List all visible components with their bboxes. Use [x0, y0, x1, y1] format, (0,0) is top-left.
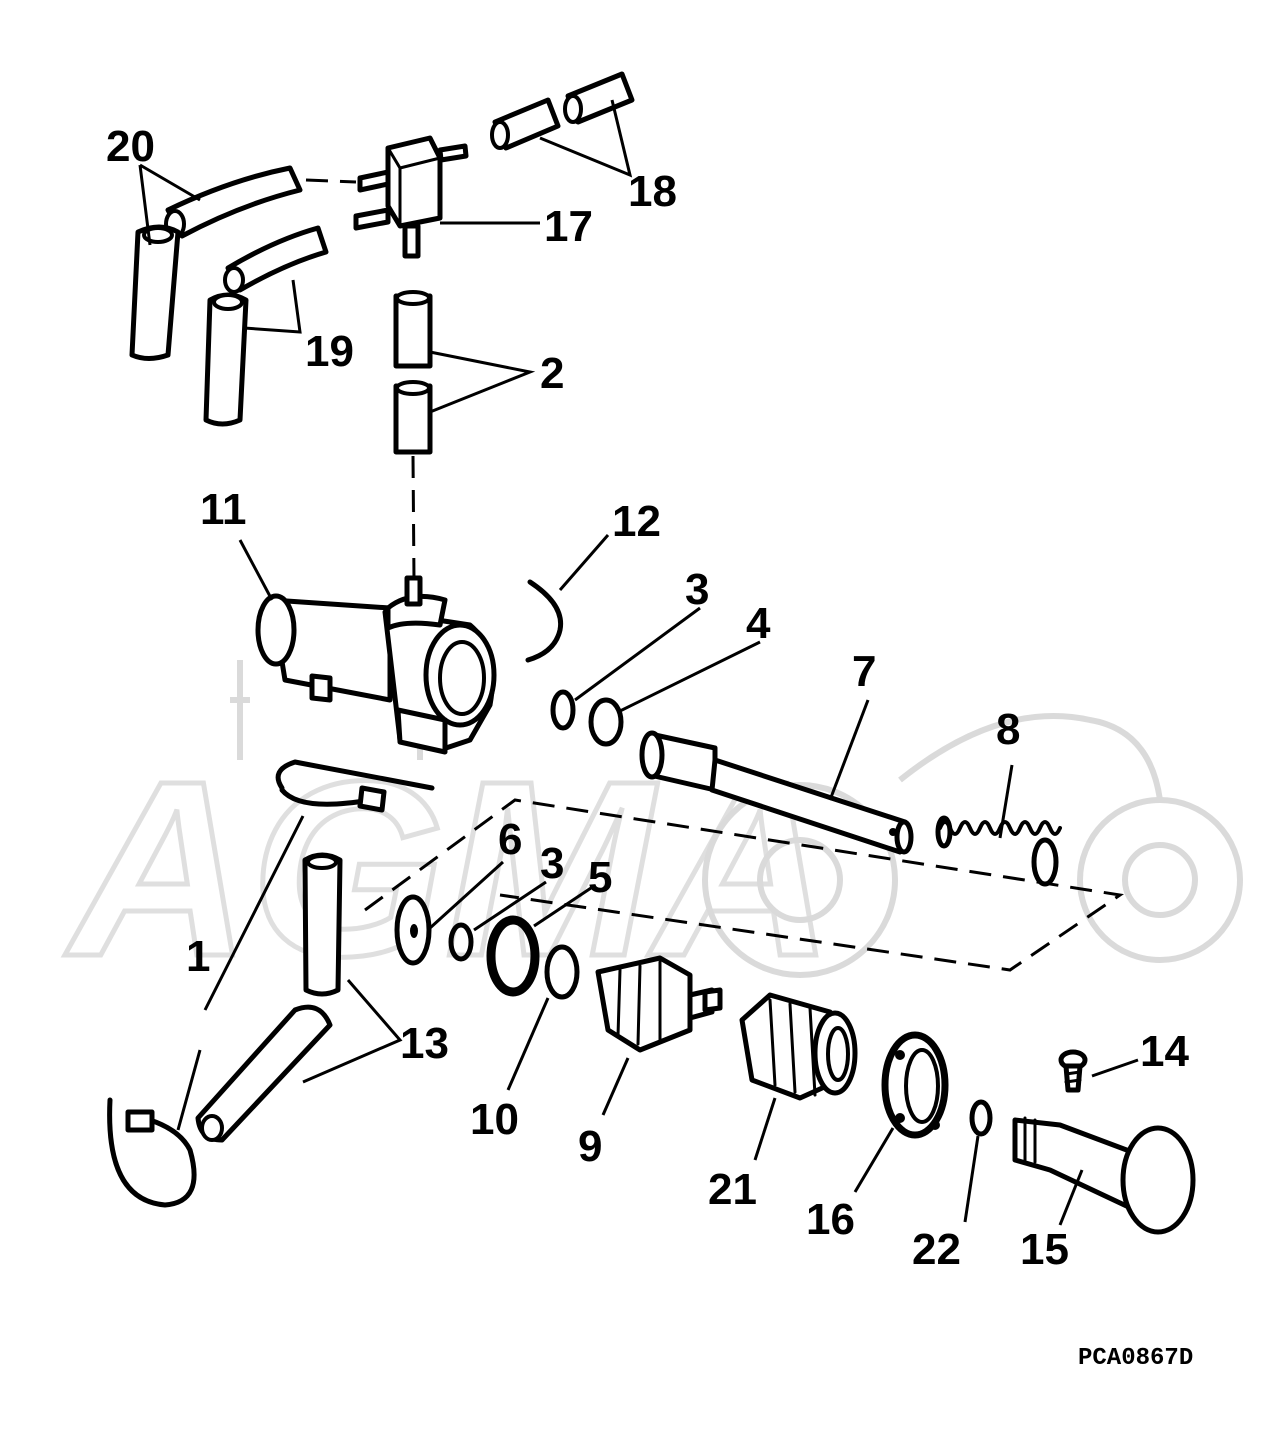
part-21-nut: [739, 992, 858, 1101]
callout-22: 22: [912, 1225, 961, 1274]
callout-14: 14: [1140, 1027, 1189, 1076]
callout-12: 12: [612, 497, 661, 546]
part-20-hoses: [129, 165, 303, 361]
leader-lines: [138, 99, 1139, 1226]
callout-18: 18: [628, 167, 677, 216]
part-1-clamp-upper: [275, 759, 435, 813]
drawing-code: PCA0867D: [1078, 1345, 1194, 1372]
part-4-oring: [588, 697, 624, 747]
part-18-hoses: [490, 71, 635, 151]
part-14-screw: [1058, 1049, 1088, 1093]
part-22-oring: [969, 1099, 993, 1137]
part-17-fitting: [305, 135, 469, 259]
part-15-knob: [1012, 1116, 1196, 1235]
assembly-line: [364, 798, 1124, 972]
callout-3-upper: 3: [685, 565, 710, 614]
part-1-clamp-lower: [107, 1097, 197, 1208]
part-10-ring: [544, 944, 580, 1000]
callout-20: 20: [106, 122, 155, 171]
part-13-hoses: [195, 852, 343, 1143]
part-3-oring-lower: [448, 922, 474, 962]
part-5-ring: [486, 915, 540, 997]
callout-6: 6: [498, 815, 523, 864]
callout-4: 4: [746, 599, 771, 648]
part-11-housing: [255, 575, 497, 755]
callout-5: 5: [588, 853, 613, 902]
callout-13: 13: [400, 1019, 449, 1068]
callout-17: 17: [544, 202, 593, 251]
callout-21: 21: [708, 1165, 757, 1214]
part-6-washer: [394, 894, 432, 966]
callout-10: 10: [470, 1095, 519, 1144]
part-19-hoses: [203, 225, 329, 427]
callout-8: 8: [996, 705, 1021, 754]
part-16-retainer: [881, 1031, 949, 1139]
callout-3-lower: 3: [540, 839, 565, 888]
callout-2: 2: [540, 349, 565, 398]
callout-19: 19: [305, 327, 354, 376]
callout-16: 16: [806, 1195, 855, 1244]
callout-9: 9: [578, 1122, 603, 1171]
callout-11: 11: [200, 485, 247, 534]
watermark-graphic: AGMA: [62, 600, 1243, 1011]
part-12-clip: [525, 579, 564, 663]
callout-7: 7: [852, 647, 877, 696]
part-9-fitting: [595, 955, 723, 1053]
part-8-spring: [935, 815, 1062, 887]
callout-15: 15: [1020, 1225, 1069, 1274]
part-7-plunger: [639, 730, 914, 855]
part-3-oring-upper: [550, 689, 576, 731]
callout-1: 1: [186, 932, 211, 981]
part-2-hoses: [393, 290, 433, 581]
